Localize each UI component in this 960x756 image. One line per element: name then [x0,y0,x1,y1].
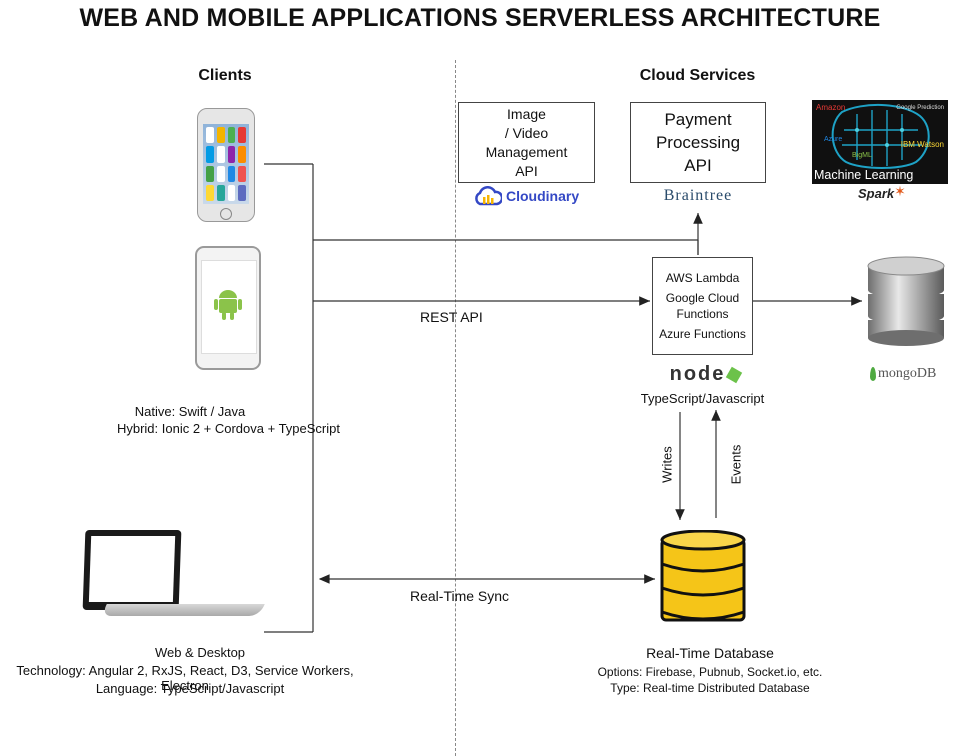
mongodb-leaf-icon [870,367,876,381]
desktop-label: Web & Desktop [154,645,246,660]
events-label: Events [728,444,744,485]
writes-label: Writes [659,446,675,483]
payment-api-line3: API [684,156,712,175]
database-title: Real-Time Database [646,645,774,661]
hybrid-label: Hybrid: Ionic 2 + Cordova + TypeScript [116,421,340,436]
cloud-icon [475,186,502,206]
nodejs-logo: node [660,363,750,386]
cloudinary-logo: Cloudinary [474,184,584,208]
spark-star-icon: ✶ [894,183,906,199]
android-icon [214,290,242,320]
ml-tag-ibm: IBM Watson [900,140,944,149]
machine-learning-image: Amazon Google Prediction Azure IBM Watso… [812,100,948,184]
database-icon [867,256,945,346]
database-options: Options: Firebase, Pubnub, Socket.io, et… [597,665,823,679]
aws-lambda-label: AWS Lambda [665,271,740,285]
payment-api-line1: Payment [664,110,732,129]
realtime-database-image [660,529,746,626]
spark-text: Spark [858,186,895,201]
functions-language-label: TypeScript/Javascript [640,391,765,406]
cloud-services-header: Cloud Services [639,67,756,84]
rest-api-label: REST API [420,309,483,325]
azure-functions-label: Azure Functions [659,327,746,341]
laptop-image [82,530,265,622]
ml-tag-azure: Azure [824,136,843,143]
image-api-line4: API [515,162,538,179]
page-title: WEB AND MOBILE APPLICATIONS SERVERLESS A… [79,4,881,32]
spark-logo: Spark ✶ [858,183,906,201]
node-hex-icon [726,366,743,383]
android-phone-image [195,246,261,370]
image-api-line3: Management [485,143,568,160]
desktop-technology: Technology: Angular 2, RxJS, React, D3, … [16,663,354,693]
mongodb-text: mongoDB [878,366,937,381]
iphone-image [197,108,255,222]
image-api-line1: Image [507,105,546,122]
clients-header: Clients [198,67,252,84]
column-divider [455,60,456,756]
payment-api-line2: Processing [655,133,741,152]
desktop-language: Language: TypeScript/Javascript [95,681,285,696]
braintree-logo: Braintree [663,187,733,204]
image-api-line2: / Video [504,124,549,141]
google-cloud-functions-line1: Google Cloud [665,291,740,305]
ml-tag-google: Google Prediction [896,105,944,111]
payment-api-box: Payment Processing API [630,102,766,183]
image-video-api-box: Image / Video Management API [458,102,595,183]
ml-tag-amazon: Amazon [816,103,846,112]
ml-label: Machine Learning [814,168,914,182]
realtime-sync-label: Real-Time Sync [410,588,510,604]
native-label: Native: Swift / Java [134,404,246,419]
node-text: node [669,363,726,385]
database-type: Type: Real-time Distributed Database [610,681,810,695]
google-cloud-functions-line2: Functions [676,307,729,321]
mongodb-logo: mongoDB [870,366,936,382]
brain-circuit-icon [831,104,930,169]
cloudinary-text: Cloudinary [506,188,580,204]
ml-tag-bigml: BigML [852,152,872,159]
serverless-functions-box: AWS Lambda Google Cloud Functions Azure … [652,257,753,355]
database-icon [660,529,746,622]
mongodb-image [866,256,946,348]
